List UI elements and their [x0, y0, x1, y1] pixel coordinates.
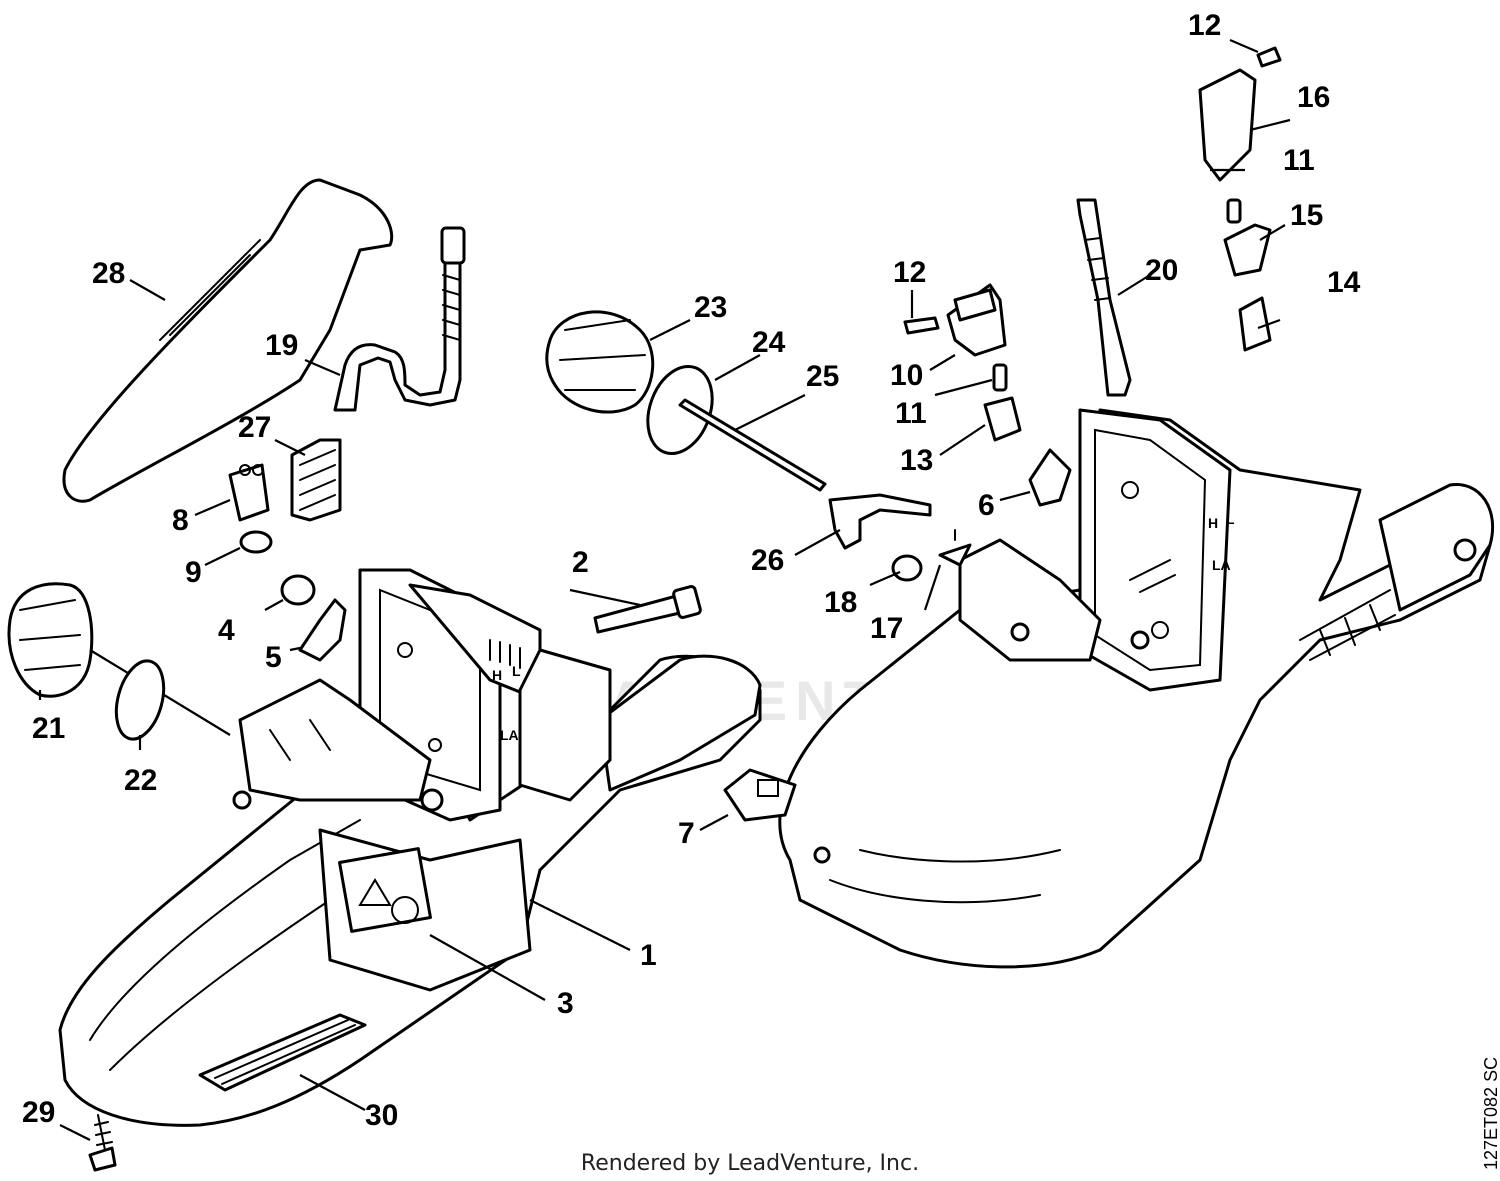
callout-13: 13 [900, 444, 933, 477]
left-housing: H L LA [58, 568, 762, 1127]
part-16 [1198, 68, 1257, 182]
callout-4: 4 [218, 614, 235, 647]
callout-12-upper: 12 [1188, 9, 1221, 42]
callout-25: 25 [806, 360, 839, 393]
tag-h-left: H [492, 667, 502, 683]
callout-7: 7 [678, 817, 695, 850]
part-12-lower [903, 316, 940, 335]
part-12-upper [1256, 46, 1282, 68]
part-18 [891, 554, 923, 582]
part-27 [290, 438, 342, 522]
callout-10: 10 [890, 359, 923, 392]
tag-la-right: LA [1212, 557, 1231, 573]
diagram-code: 127ET082 SC [1481, 1057, 1500, 1170]
callout-21: 21 [32, 712, 65, 745]
part-20 [1076, 198, 1132, 397]
callout-19: 19 [265, 329, 298, 362]
callout-17: 17 [870, 612, 903, 645]
footer-credit: Rendered by LeadVenture, Inc. [581, 1151, 919, 1176]
callout-22: 22 [124, 764, 157, 797]
part-17 [938, 543, 972, 567]
part-13 [983, 396, 1022, 442]
callout-28: 28 [92, 257, 125, 290]
callout-24: 24 [752, 326, 786, 359]
callout-2: 2 [572, 546, 589, 579]
part-15 [1223, 223, 1272, 277]
callout-29: 29 [22, 1096, 55, 1129]
callout-20: 20 [1145, 254, 1178, 287]
callout-15: 15 [1290, 199, 1323, 232]
part-26 [828, 493, 932, 550]
part-23 [545, 310, 655, 414]
callout-16: 16 [1297, 81, 1330, 114]
callout-1: 1 [640, 939, 657, 972]
part-25 [678, 398, 827, 492]
part-2 [593, 593, 686, 634]
callout-18: 18 [824, 586, 857, 619]
part-29 [88, 1146, 117, 1172]
tag-h-right: H [1208, 515, 1218, 531]
callout-9: 9 [185, 556, 202, 589]
callout-23: 23 [694, 291, 727, 324]
callout-11-upper: 11 [1283, 144, 1315, 177]
part-6 [1028, 448, 1072, 507]
callout-3: 3 [557, 987, 574, 1020]
callout-14: 14 [1327, 266, 1361, 299]
part-4 [280, 574, 316, 606]
part-5 [298, 598, 347, 662]
right-housing: H L LA [778, 408, 1495, 969]
callout-26: 26 [751, 544, 784, 577]
part-28 [62, 178, 394, 503]
callout-8: 8 [172, 504, 189, 537]
callout-27: 27 [238, 411, 271, 444]
part-11-lower [992, 363, 1008, 392]
part-22 [114, 659, 166, 741]
tag-l-right: L [1226, 511, 1235, 527]
tag-l-left: L [512, 663, 521, 679]
part-9 [239, 530, 273, 554]
part-21 [7, 582, 94, 698]
part-11-upper [1226, 198, 1242, 224]
callout-5: 5 [265, 641, 282, 674]
callout-11-lower: 11 [895, 397, 927, 430]
callout-12-lower: 12 [893, 256, 926, 289]
callout-30: 30 [365, 1099, 398, 1132]
part-8 [228, 463, 270, 522]
callout-6: 6 [978, 489, 995, 522]
tag-la-left: LA [500, 727, 519, 743]
part-19 [333, 248, 462, 412]
part-14 [1238, 296, 1272, 352]
